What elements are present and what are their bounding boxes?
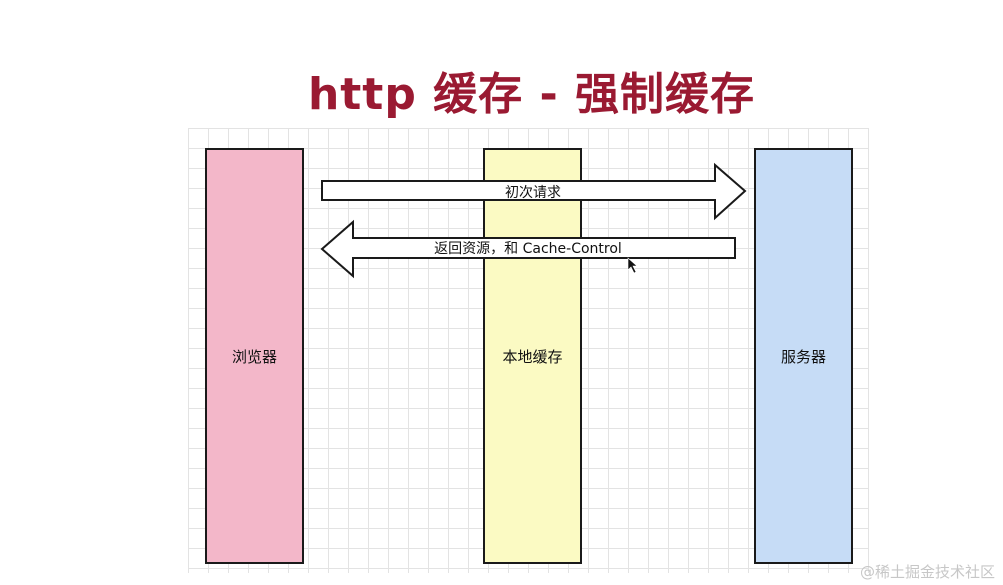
request-arrow <box>321 162 747 221</box>
response-arrow-label: 返回资源，和 Cache-Control <box>434 241 622 257</box>
browser-column: 浏览器 <box>205 148 304 564</box>
watermark: @稀土掘金技术社区 <box>859 563 995 581</box>
request-arrow-label: 初次请求 <box>505 185 561 201</box>
server-column: 服务器 <box>754 148 853 564</box>
server-label: 服务器 <box>780 347 826 366</box>
diagram-title: http 缓存 - 强制缓存 <box>307 69 756 120</box>
response-arrow <box>320 219 736 279</box>
mouse-cursor-icon <box>627 257 638 274</box>
browser-label: 浏览器 <box>231 347 277 366</box>
local-cache-column: 本地缓存 <box>483 148 582 564</box>
local-cache-label: 本地缓存 <box>502 347 563 366</box>
